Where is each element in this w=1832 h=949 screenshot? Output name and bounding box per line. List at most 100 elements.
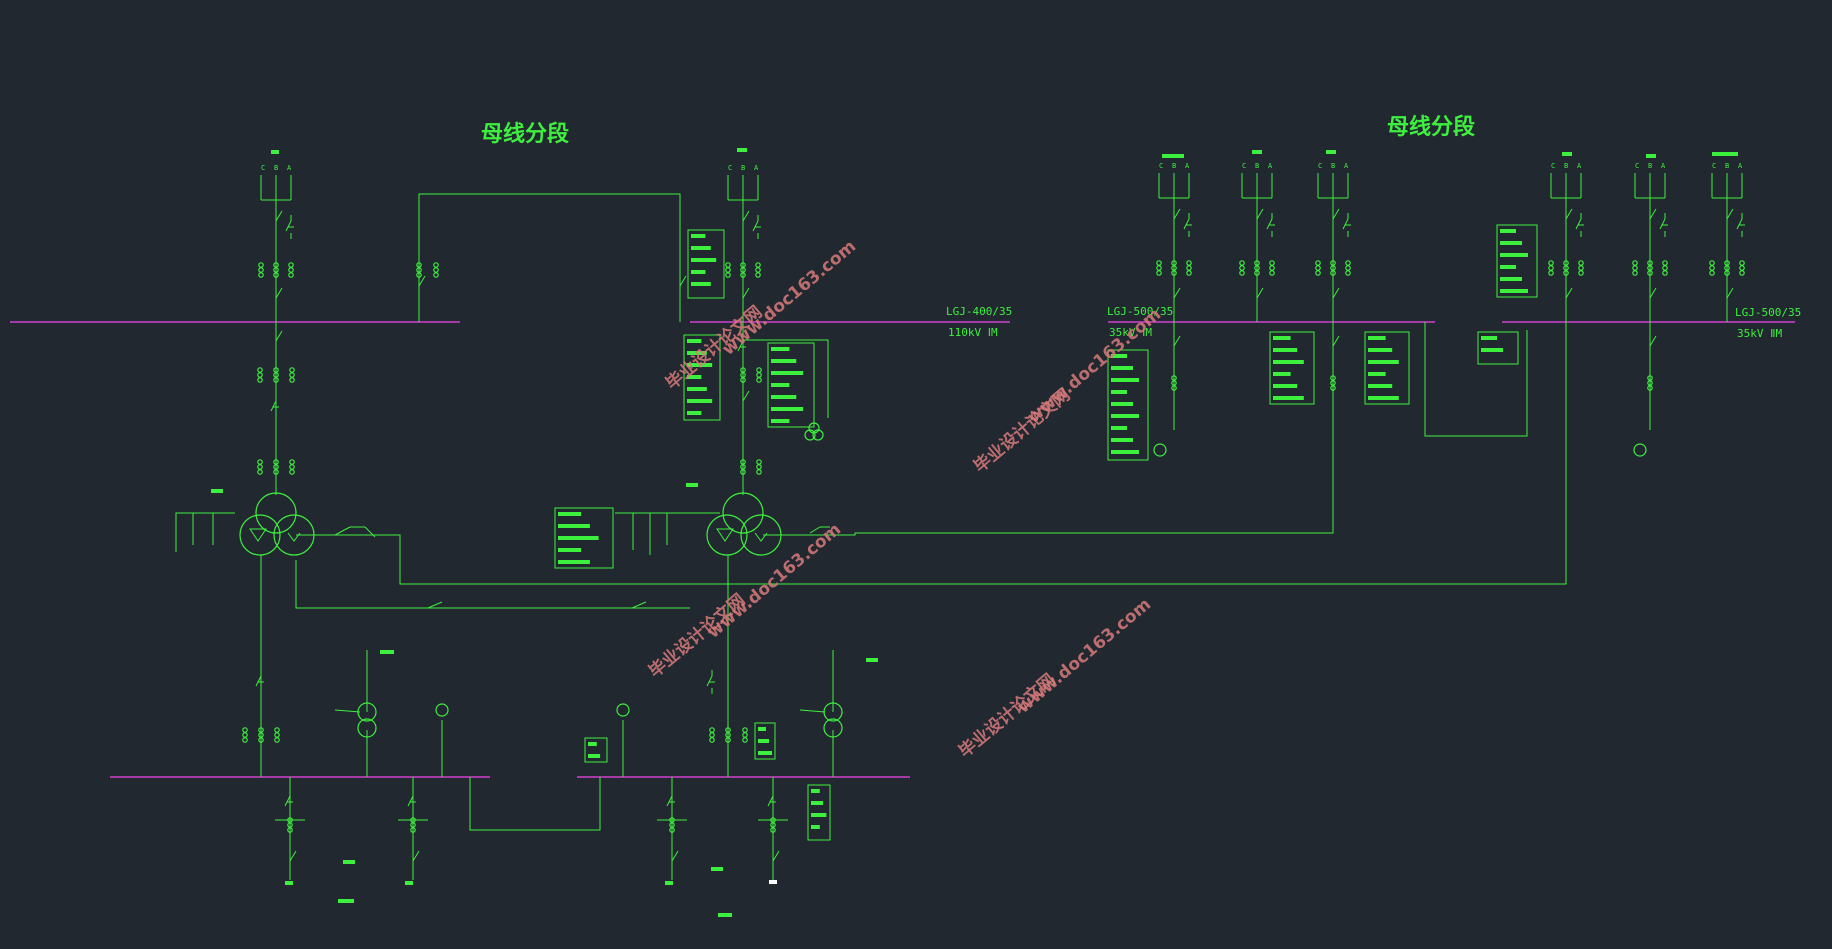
current-transformer-icon: [1709, 265, 1715, 271]
current-transformer-icon: [725, 267, 731, 273]
data-table-text: [687, 351, 707, 355]
data-table-text: [1111, 354, 1127, 358]
disconnector-symbol: [1173, 208, 1181, 229]
current-transformer-icon: [1345, 260, 1351, 266]
phase-letter: C: [1242, 162, 1246, 170]
current-transformer-icon: [756, 377, 762, 383]
diagram-title-left: 母线分段: [481, 122, 570, 147]
label-block: [718, 913, 732, 917]
breaker-symbol: [1342, 213, 1351, 237]
data-table-text: [1111, 414, 1139, 418]
current-transformer-icon: [740, 262, 746, 268]
current-transformer-icon: [740, 464, 746, 470]
current-transformer-icon: [1156, 270, 1162, 276]
data-table-text: [1273, 336, 1291, 340]
current-transformer-icon: [410, 827, 416, 833]
phase-letter: A: [1738, 162, 1743, 170]
disconnector-symbol: [1726, 208, 1734, 229]
label-block: [1646, 154, 1656, 158]
current-transformer-icon: [1647, 380, 1653, 386]
disconnector-symbol: [275, 210, 283, 231]
current-transformer-icon: [433, 272, 439, 278]
phase-letter: B: [274, 164, 278, 172]
current-transformer-icon: [1709, 270, 1715, 276]
current-transformer-icon: [288, 262, 294, 268]
arrow: [334, 709, 361, 713]
data-table-text: [558, 548, 582, 552]
disconnector-symbol: [275, 287, 283, 308]
phase-letter: A: [1661, 162, 1666, 170]
current-transformer-icon: [433, 267, 439, 273]
data-table-text: [811, 789, 820, 793]
data-table-text: [758, 751, 772, 755]
data-table: [1477, 331, 1519, 365]
current-transformer-icon: [756, 469, 762, 475]
current-transformer-icon: [288, 272, 294, 278]
current-transformer-icon: [740, 377, 746, 383]
data-table-text: [588, 754, 601, 758]
pt-icon: [435, 703, 449, 717]
current-transformer-icon: [1724, 260, 1730, 266]
disconnector-symbol: [1726, 287, 1734, 308]
data-table-text: [1273, 372, 1291, 376]
breaker-symbol: [1736, 213, 1745, 237]
current-transformer-icon: [755, 272, 761, 278]
current-transformer-icon: [756, 464, 762, 470]
data-table-text: [687, 411, 702, 415]
label-block: [1326, 150, 1336, 154]
current-transformer-icon: [257, 377, 263, 383]
line-label-35kv-right: LGJ-500/35: [1735, 306, 1802, 319]
winding-delta: [249, 528, 267, 542]
current-transformer-icon: [289, 367, 295, 373]
current-transformer-icon: [1315, 265, 1321, 271]
phase-letter: B: [1564, 162, 1568, 170]
label-block: [1562, 152, 1572, 156]
data-table-text: [771, 371, 804, 375]
label-block: [380, 650, 394, 654]
data-table: [1364, 331, 1410, 405]
bus-coupler-wire: [418, 193, 681, 322]
breaker-symbol: [706, 670, 715, 694]
breaker-symbol: [270, 395, 279, 419]
disconnector-symbol: [289, 850, 297, 871]
current-transformer-icon: [257, 459, 263, 465]
current-transformer-icon: [1563, 270, 1569, 276]
current-transformer-icon: [273, 267, 279, 273]
feeder-phases: [1550, 173, 1582, 198]
disconnector-symbol: [671, 850, 679, 871]
wiring: [175, 173, 1743, 880]
disconnector-symbol: [742, 287, 750, 308]
current-transformer-icon: [1724, 270, 1730, 276]
breaker-symbol: [1659, 213, 1668, 237]
current-transformer-icon: [742, 727, 748, 733]
data-table-text: [1368, 396, 1399, 400]
phase-letter: B: [1331, 162, 1335, 170]
current-transformer-icon: [1171, 265, 1177, 271]
data-table: [683, 334, 721, 421]
current-transformer-icon: [273, 464, 279, 470]
current-transformer-icon: [1548, 265, 1554, 271]
data-table-text: [1111, 426, 1127, 430]
data-table-text: [687, 339, 702, 343]
switch: [809, 526, 830, 534]
disconnector-symbol: [772, 850, 780, 871]
label-block: [866, 658, 878, 662]
data-table-text: [758, 739, 769, 743]
breaker-symbol: [1183, 213, 1192, 237]
current-transformer-icon: [416, 267, 422, 273]
pt-branch: [743, 339, 829, 418]
current-transformer-icon: [1345, 270, 1351, 276]
data-table-text: [1368, 336, 1386, 340]
data-table-text: [771, 407, 804, 411]
breaker-symbol: [767, 790, 776, 814]
data-table: [687, 229, 725, 299]
current-transformer-icon: [257, 464, 263, 470]
label-block: [711, 867, 723, 871]
current-transformer-icon: [740, 469, 746, 475]
current-transformer-icon: [669, 827, 675, 833]
data-table-text: [558, 536, 599, 540]
current-transformer-icon: [1724, 265, 1730, 271]
current-transformer-icon: [756, 367, 762, 373]
current-transformer-icon: [1563, 265, 1569, 271]
current-transformer-icon: [709, 732, 715, 738]
